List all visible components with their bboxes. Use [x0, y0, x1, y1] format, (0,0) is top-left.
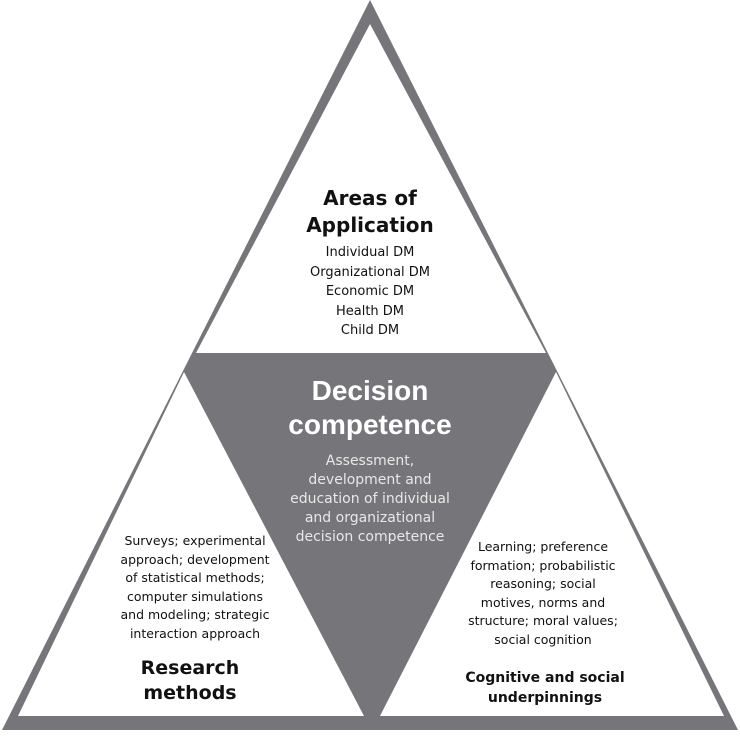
title-line: Cognitive and social: [465, 670, 625, 686]
list-item: Organizational DM: [309, 264, 431, 280]
top-section: [196, 24, 546, 353]
desc-line: and organizational: [304, 510, 436, 526]
application-list: Individual DM Organizational DM Economic…: [270, 243, 470, 341]
list-item: Health DM: [335, 303, 405, 319]
underpinnings-description: Learning; preference formation; probabil…: [458, 538, 628, 649]
desc-line: Assessment,: [325, 453, 415, 469]
title-line: methods: [143, 682, 237, 704]
desc-line: interaction approach: [129, 625, 261, 641]
title-line: Areas of: [323, 186, 417, 210]
list-item: Economic DM: [325, 284, 415, 299]
list-item: Child DM: [340, 323, 400, 338]
title-line: Application: [306, 213, 434, 237]
right-section: [380, 372, 724, 716]
desc-line: Surveys; experimental: [124, 533, 266, 548]
title-line: competence: [288, 409, 452, 440]
desc-line: formation; probabilistic: [470, 557, 616, 573]
desc-line: approach; development: [120, 551, 270, 567]
title-line: Decision: [311, 375, 429, 406]
desc-line: structure; moral values;: [468, 613, 618, 628]
research-methods-description: Surveys; experimental approach; developm…: [100, 532, 290, 643]
desc-line: decision competence: [295, 529, 445, 545]
desc-line: reasoning; social: [490, 576, 596, 591]
underpinnings-title: Cognitive and social underpinnings: [445, 668, 645, 708]
desc-line: motives, norms and: [480, 594, 606, 610]
desc-line: and modeling; strategic: [120, 607, 270, 622]
center-description: Assessment, development and education of…: [260, 452, 480, 547]
desc-line: social cognition: [494, 631, 592, 647]
decision-competence-title: Decision competence: [240, 374, 500, 442]
areas-of-application-title: Areas of Application: [270, 185, 470, 239]
desc-line: of statistical methods;: [125, 570, 265, 585]
list-item: Individual DM: [325, 245, 415, 260]
desc-line: development and: [308, 472, 432, 488]
title-line: Research: [140, 657, 240, 679]
desc-line: education of individual: [290, 491, 450, 507]
title-line: underpinnings: [487, 690, 603, 706]
research-methods-title: Research methods: [110, 656, 270, 706]
desc-line: computer simulations: [127, 588, 263, 604]
desc-line: Learning; preference: [477, 539, 609, 554]
left-section: [18, 372, 364, 716]
